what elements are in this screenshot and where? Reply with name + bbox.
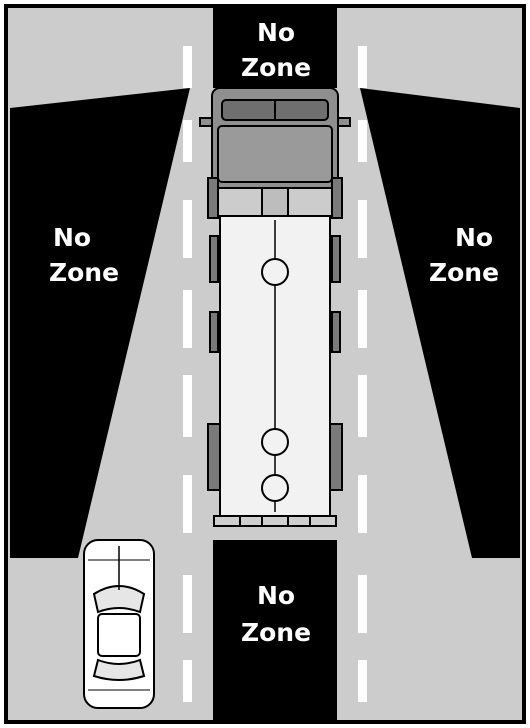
cab-body [218,126,332,182]
truck [200,88,350,526]
car-rear-window [94,660,144,680]
svg-text:Zone: Zone [241,618,311,647]
svg-text:Zone: Zone [241,53,311,82]
tank-hatch-1 [262,259,288,285]
tractor-tire-left [208,178,218,218]
svg-text:Zone: Zone [49,258,119,287]
tank-hatch-3 [262,475,288,501]
svg-text:No: No [53,223,91,252]
svg-text:No: No [257,18,295,47]
trailer-tire-right-mid [332,312,340,352]
trailer-tire-left-rear [208,424,220,490]
svg-text:Zone: Zone [429,258,499,287]
svg-text:No: No [257,581,295,610]
coupling [262,188,288,216]
car [84,540,154,708]
svg-text:No: No [455,223,493,252]
trailer-tire-right-rear [330,424,342,490]
tank-hatch-2 [262,429,288,455]
car-roof [98,614,140,656]
tractor-tire-right [332,178,342,218]
trailer-tire-left-front [210,236,218,282]
trailer-tire-left-mid [210,312,218,352]
trailer-tire-right-front [332,236,340,282]
rear-bumper [214,516,336,526]
